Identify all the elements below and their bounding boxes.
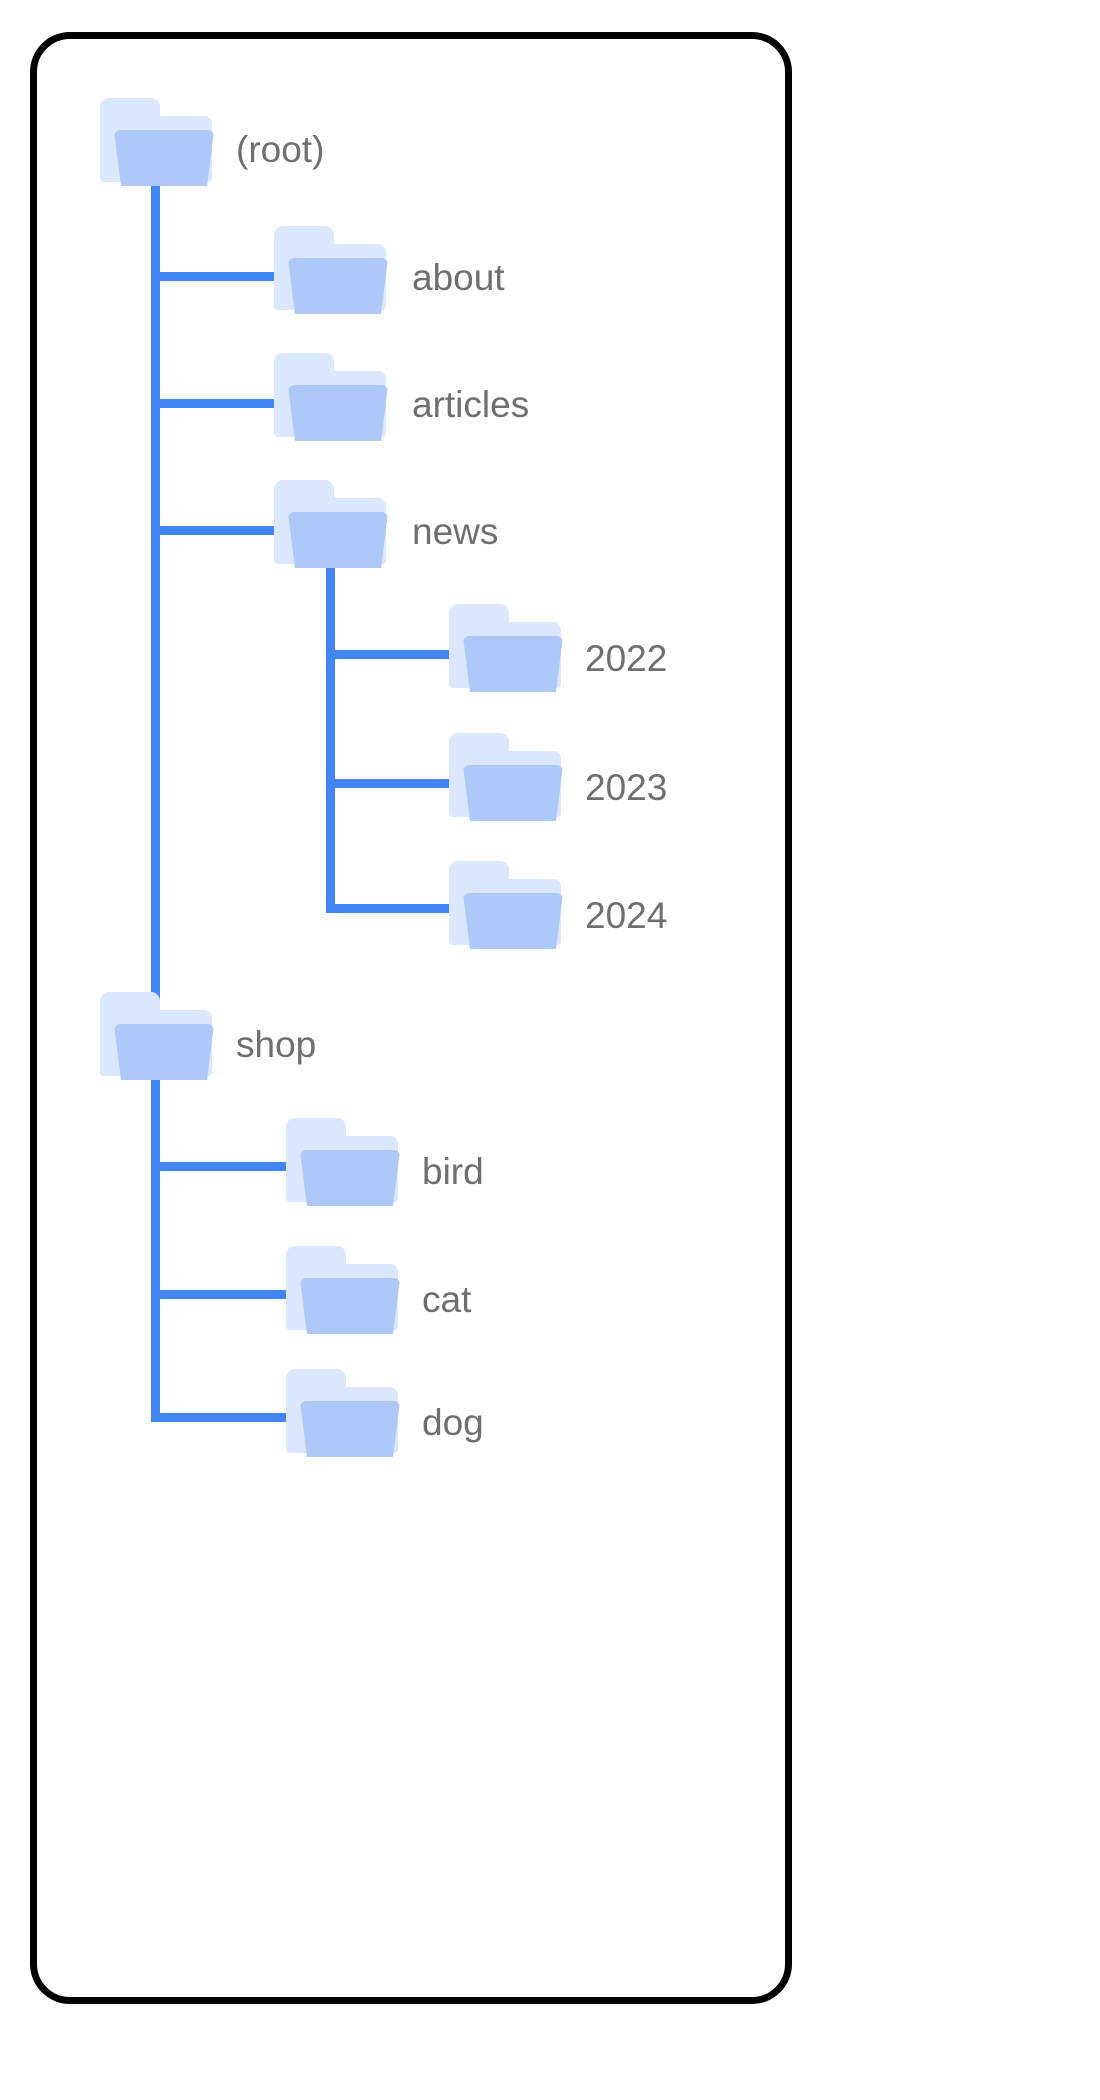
node-label-shop: shop (236, 1024, 317, 1065)
folder-front-flap (300, 1150, 400, 1206)
node-label-2024: 2024 (585, 895, 668, 936)
folder-icon-news[interactable] (272, 480, 390, 568)
folder-front-flap (288, 385, 388, 441)
folder-front-flap (300, 1278, 400, 1334)
edge-news-2022 (326, 650, 454, 659)
folder-front-flap (288, 512, 388, 568)
folder-icon-shop[interactable] (98, 992, 216, 1080)
node-label-bird: bird (422, 1151, 484, 1192)
edge-shop-dog (151, 1413, 291, 1422)
edge-root-about (151, 272, 279, 281)
folder-icon-about[interactable] (272, 226, 390, 314)
node-label-2022: 2022 (585, 638, 668, 679)
folder-icon-articles[interactable] (272, 353, 390, 441)
folder-front-flap (300, 1401, 400, 1457)
folder-front-flap (463, 765, 563, 821)
node-label-news: news (412, 511, 499, 552)
node-label-about: about (412, 257, 505, 298)
folder-icon-bird[interactable] (284, 1118, 402, 1206)
edge-shop-bird (151, 1162, 291, 1171)
folder-icon-cat[interactable] (284, 1246, 402, 1334)
node-label-2023: 2023 (585, 767, 668, 808)
node-label-dog: dog (422, 1402, 484, 1443)
folder-icon-dog[interactable] (284, 1369, 402, 1457)
edge-news-2023 (326, 779, 454, 788)
node-label-root: (root) (236, 129, 325, 170)
folder-front-flap (288, 258, 388, 314)
folder-front-flap (463, 893, 563, 949)
edge-trunk-news (326, 560, 335, 912)
edge-root-articles (151, 399, 279, 408)
folder-front-flap (463, 636, 563, 692)
edge-shop-cat (151, 1290, 291, 1299)
node-label-articles: articles (412, 384, 530, 425)
folder-icon-2023[interactable] (447, 733, 565, 821)
folder-front-flap (114, 130, 214, 186)
edge-root-news (151, 526, 279, 535)
edge-news-2024 (326, 904, 454, 913)
folder-front-flap (114, 1024, 214, 1080)
folder-icon-root[interactable] (98, 98, 216, 186)
edge-trunk-root (151, 175, 160, 1415)
node-label-cat: cat (422, 1279, 472, 1320)
folder-icon-2024[interactable] (447, 861, 565, 949)
folder-icon-2022[interactable] (447, 604, 565, 692)
